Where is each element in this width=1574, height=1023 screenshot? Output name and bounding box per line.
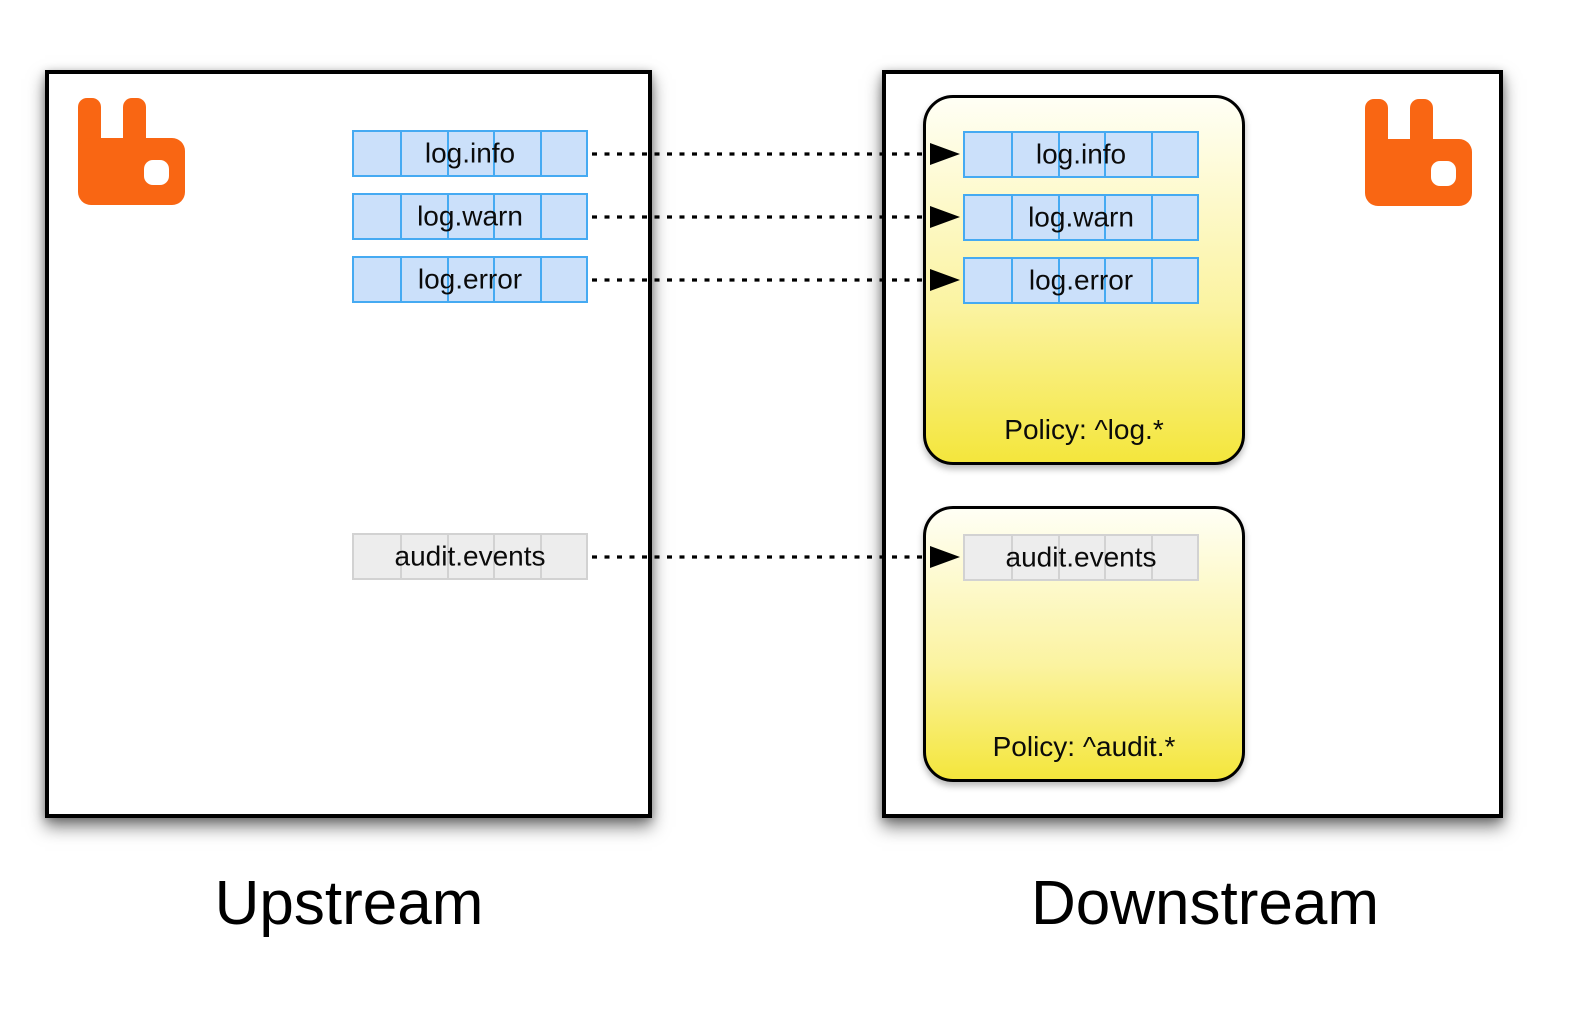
queue-cell bbox=[1104, 133, 1150, 176]
policy-log-label: Policy: ^log.* bbox=[1004, 414, 1164, 445]
queue-cell bbox=[1011, 196, 1057, 239]
queue-cell bbox=[539, 132, 586, 175]
queue-cell bbox=[1104, 259, 1150, 302]
downstream-broker-box: log.info log.warn log.error Policy: ^log… bbox=[882, 70, 1503, 818]
queue-cell bbox=[539, 535, 586, 578]
queue-cell bbox=[1104, 536, 1150, 579]
queue-audit-events-upstream: audit.events bbox=[352, 533, 588, 580]
queue-cells bbox=[965, 259, 1197, 302]
upstream-caption: Upstream bbox=[214, 869, 484, 938]
policy-audit-box: audit.events Policy: ^audit.* bbox=[923, 506, 1245, 782]
queue-cell bbox=[493, 195, 539, 238]
queue-cell bbox=[539, 258, 586, 301]
queue-cell bbox=[446, 132, 493, 175]
queue-label: log.info bbox=[424, 136, 516, 168]
queue-cell bbox=[539, 195, 586, 238]
queue-cells bbox=[965, 133, 1197, 176]
queue-cells bbox=[965, 196, 1197, 239]
queue-log-warn-upstream: log.warn bbox=[352, 193, 588, 240]
queue-cell bbox=[400, 535, 446, 578]
queue-log-warn-downstream: log.warn bbox=[963, 194, 1199, 241]
queue-cell bbox=[493, 132, 539, 175]
queue-cell bbox=[1057, 536, 1104, 579]
queue-cell bbox=[1011, 259, 1057, 302]
queue-cell bbox=[1011, 536, 1057, 579]
queue-label: audit.events bbox=[1005, 540, 1157, 572]
queue-cells bbox=[354, 258, 586, 301]
downstream-caption: Downstream bbox=[1031, 869, 1379, 938]
queue-label: log.info bbox=[1035, 137, 1127, 169]
queue-cell bbox=[400, 258, 446, 301]
queue-cell bbox=[1150, 536, 1197, 579]
queue-cell bbox=[493, 535, 539, 578]
queue-cell bbox=[1104, 196, 1150, 239]
queue-cell bbox=[400, 132, 446, 175]
queue-log-error-upstream: log.error bbox=[352, 256, 588, 303]
queue-label: log.error bbox=[1028, 263, 1134, 295]
queue-cell bbox=[1057, 259, 1104, 302]
policy-audit-label: Policy: ^audit.* bbox=[992, 731, 1176, 762]
queue-cell bbox=[1150, 196, 1197, 239]
queue-cell bbox=[1011, 133, 1057, 176]
policy-log-box: log.info log.warn log.error Policy: ^log… bbox=[923, 95, 1245, 465]
queue-cell bbox=[493, 258, 539, 301]
queue-cells bbox=[354, 132, 586, 175]
queue-cells bbox=[354, 535, 586, 578]
queue-label: log.warn bbox=[1028, 200, 1134, 232]
rabbitmq-logo-icon bbox=[1365, 99, 1472, 206]
queue-cell bbox=[1150, 133, 1197, 176]
queue-cells bbox=[965, 536, 1197, 579]
queue-cells bbox=[354, 195, 586, 238]
upstream-broker-box: log.info log.warn log.error audit.events bbox=[45, 70, 652, 818]
queue-log-info-upstream: log.info bbox=[352, 130, 588, 177]
queue-cell bbox=[446, 258, 493, 301]
queue-log-info-downstream: log.info bbox=[963, 131, 1199, 178]
queue-cell bbox=[400, 195, 446, 238]
queue-cell bbox=[1150, 259, 1197, 302]
queue-label: log.error bbox=[417, 262, 523, 294]
queue-label: log.warn bbox=[417, 199, 523, 231]
queue-audit-events-downstream: audit.events bbox=[963, 534, 1199, 581]
queue-cell bbox=[446, 535, 493, 578]
queue-log-error-downstream: log.error bbox=[963, 257, 1199, 304]
rabbitmq-logo-icon bbox=[78, 98, 185, 205]
queue-cell bbox=[1057, 133, 1104, 176]
queue-cell bbox=[1057, 196, 1104, 239]
queue-cell bbox=[446, 195, 493, 238]
queue-label: audit.events bbox=[394, 539, 546, 571]
